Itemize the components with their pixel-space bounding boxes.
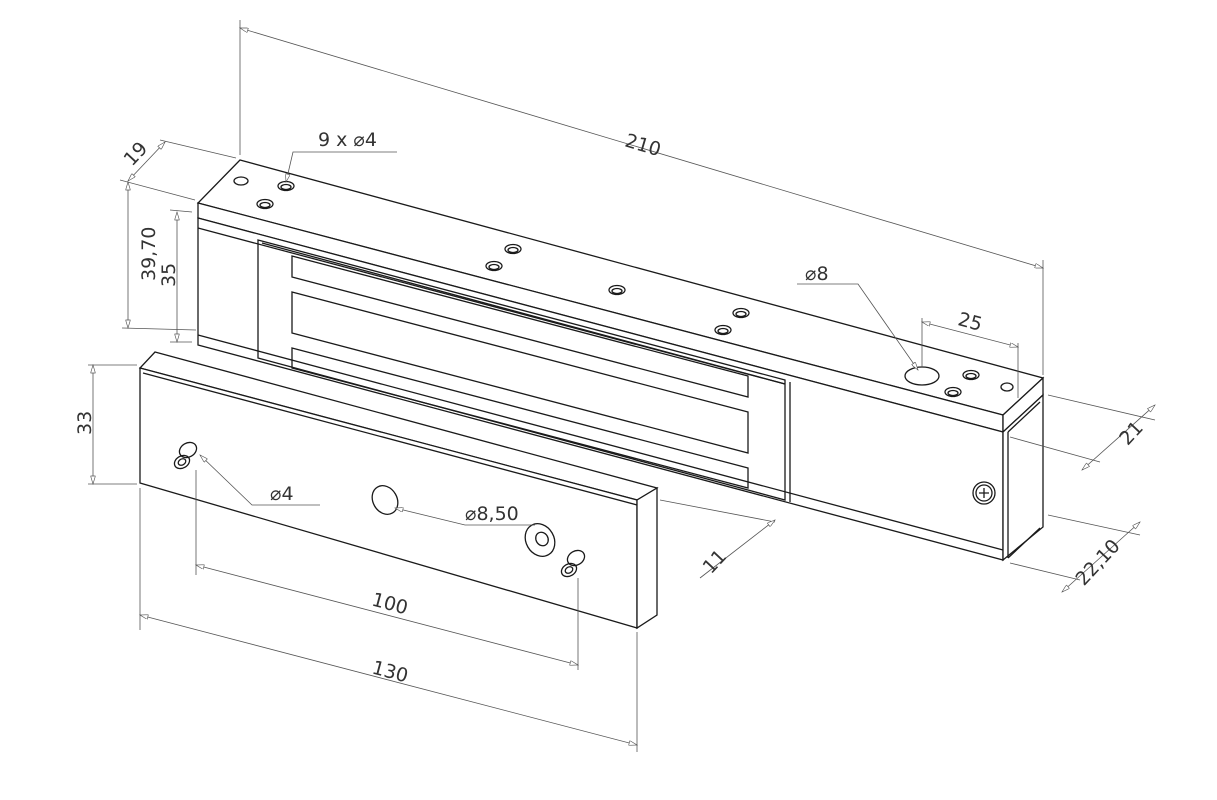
body-edge	[197, 334, 1004, 551]
coil-slot-2	[291, 291, 749, 454]
dim-body-height: 39,70	[138, 227, 160, 281]
body-edge	[1007, 401, 1041, 433]
dim-pin-spacing: 100	[370, 589, 411, 620]
armature-end-face	[636, 486, 658, 630]
coil-slot-1	[291, 255, 749, 398]
dim-large-hole: ⌀8	[805, 263, 829, 285]
dim-armature-center-hole: ⌀8,50	[465, 503, 519, 525]
armature-edge	[142, 372, 638, 506]
screw-icon	[972, 481, 996, 505]
dim-armature-length: 130	[370, 657, 411, 688]
body-edge	[1007, 527, 1041, 559]
dim-armature-thickness: 11	[699, 545, 732, 578]
coil-face	[257, 239, 786, 501]
dim-overall-length: 210	[622, 130, 663, 161]
armature-center-hole	[371, 485, 399, 515]
armature-pin-left	[173, 441, 198, 470]
coil-slot-3	[291, 347, 749, 489]
dim-mount-holes: 9 x ⌀4	[318, 129, 377, 151]
dim-armature-height: 33	[74, 411, 96, 435]
dimension-lines	[88, 20, 1155, 752]
dim-housing-depth: 22,10	[1071, 535, 1124, 590]
armature-plate	[138, 351, 659, 630]
body-end-face	[1002, 393, 1044, 562]
dim-armature-pin: ⌀4	[270, 483, 294, 505]
dim-plate-depth: 21	[1115, 417, 1148, 450]
dim-coil-height: 35	[158, 263, 180, 287]
dim-width: 19	[120, 138, 153, 171]
